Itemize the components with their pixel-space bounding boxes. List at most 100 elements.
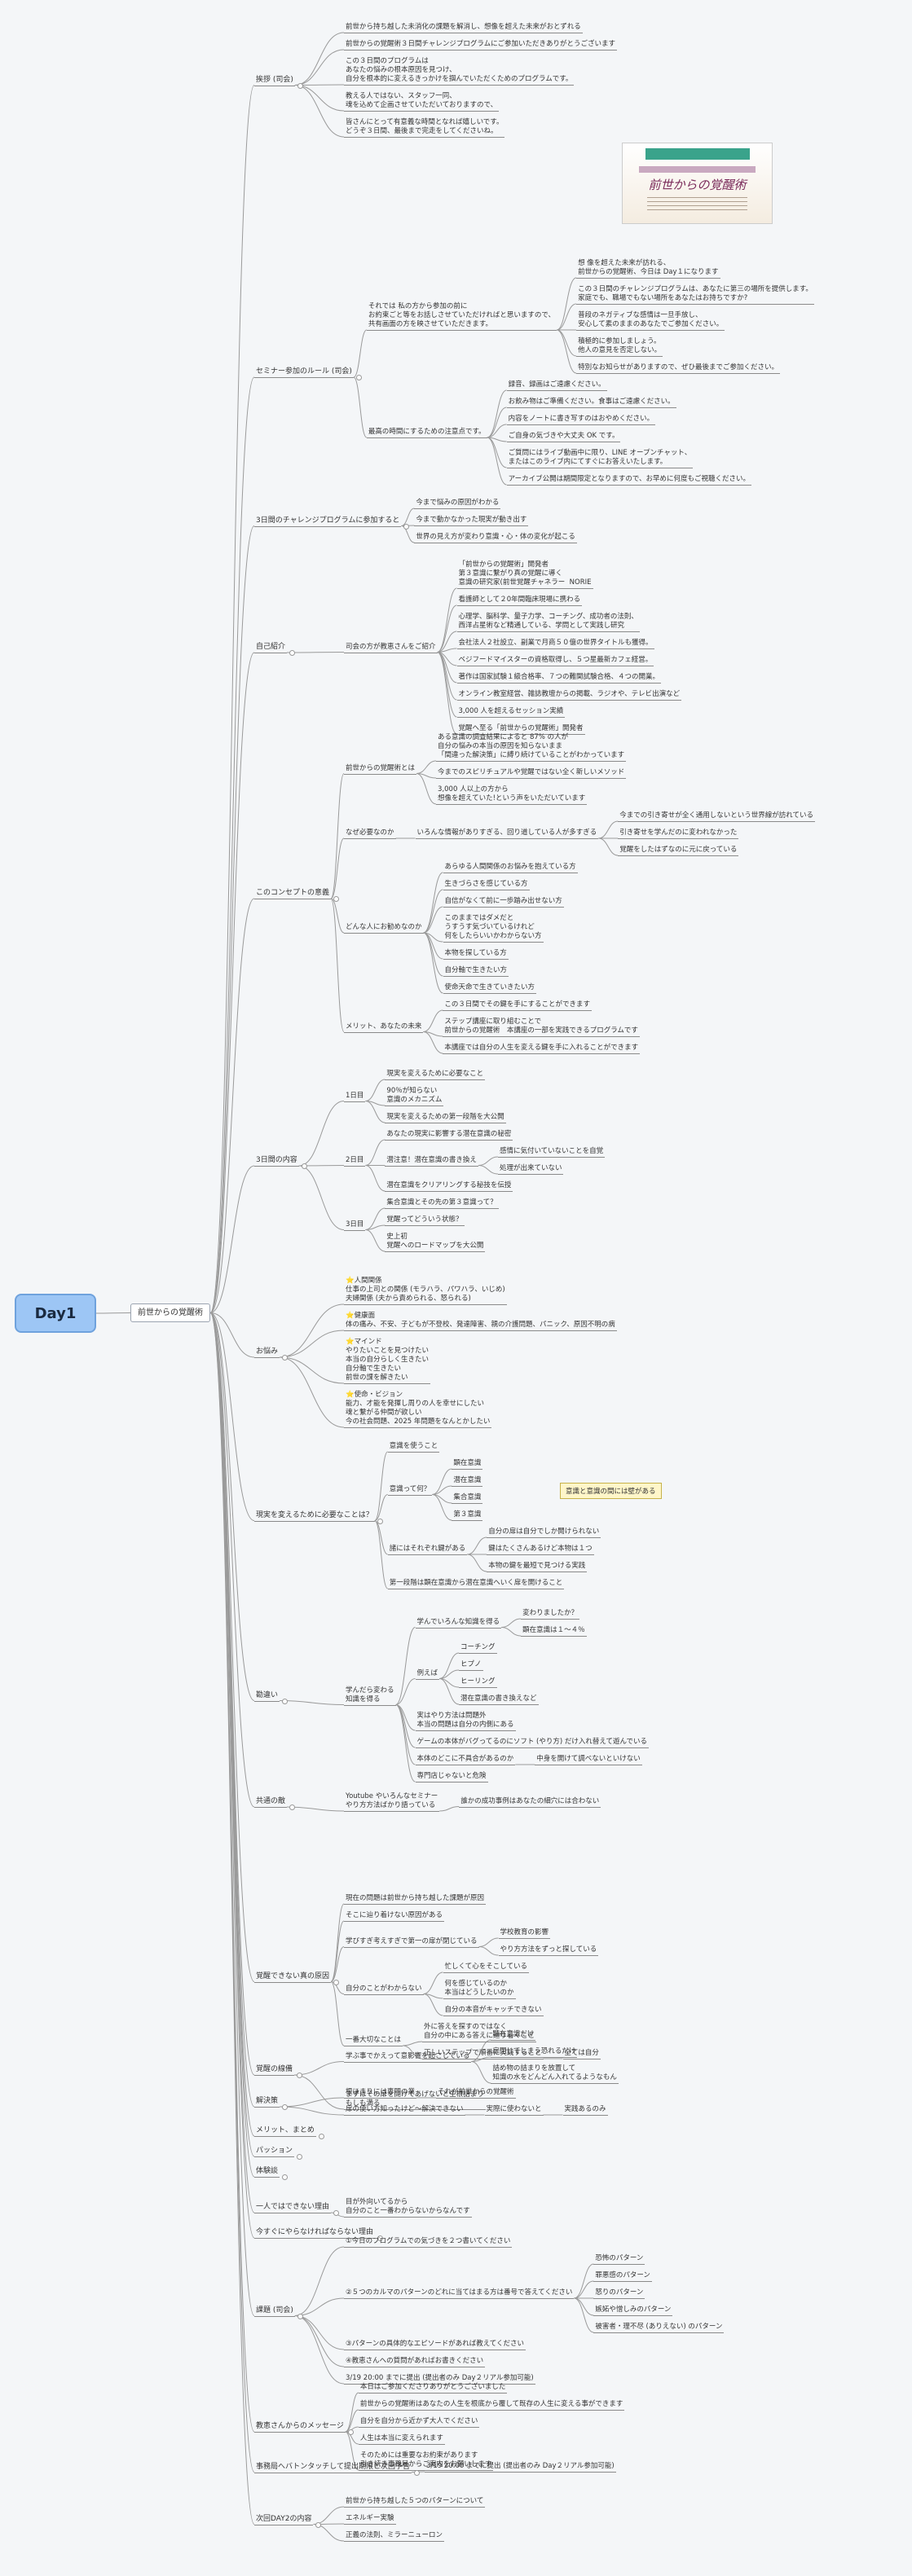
topic-node-d2[interactable]: まずはその扉を開けてあげないと生根詰まり もしも満る (344, 2090, 486, 2110)
topic-node-d2[interactable]: 意識を使うこと (387, 1442, 440, 1453)
topic-node-d4[interactable]: 覚醒をしたはずなのに元に戻っている (618, 846, 739, 856)
collapse-toggle-icon[interactable] (282, 1698, 289, 1704)
collapse-toggle-icon[interactable] (414, 2469, 421, 2476)
topic-node-d2[interactable]: 3/19 20:00 までに提出 (提出者のみ Day２リアル参加可能) (344, 2374, 535, 2385)
topic-node-d3[interactable]: 例えば (415, 1669, 440, 1680)
collapse-toggle-icon[interactable] (333, 896, 340, 902)
section-node[interactable]: 3日間の内容 (254, 1156, 299, 1167)
topic-node-d2[interactable]: 学ぶ事でかえって意影響を起こしている (344, 2052, 472, 2063)
topic-node-d2[interactable]: そのためには重要なお約束があります 引き続き事務局からご案内をお願いします (358, 2451, 494, 2471)
topic-node-d3[interactable]: いろんな情報がありすぎる、回り道している人が多すぎる (415, 829, 599, 839)
topic-node-d3[interactable]: 潜注意！潜在意識の書き換え (385, 1156, 478, 1167)
topic-node-d3[interactable]: 実際に使わないと (484, 2105, 544, 2116)
topic-node-d2[interactable]: どんな人にお勧めなのか (344, 923, 424, 934)
topic-node-d3[interactable]: 会社法人２社設立、副業で月商５０億の世界タイトルも獲得。 (456, 639, 654, 649)
collapse-toggle-icon[interactable] (377, 2235, 384, 2241)
topic-node-d3[interactable]: 本体のどこに不具合があるのか (415, 1755, 516, 1765)
topic-node-d3[interactable]: それが前世からの覚醒術 (436, 2088, 516, 2099)
topic-node-d2[interactable]: 前世からの覚醒術３日間チャレンジプログラムにご参加いただきありがとうございます (344, 40, 617, 51)
topic-node-d3[interactable]: 顕在意識だけ (491, 2030, 536, 2041)
topic-node-d3[interactable]: オンライン教室経営、雑誌教壇からの掲載、ラジオや、テレビ出演など (456, 690, 682, 701)
topic-node-d3[interactable]: 特別なお知らせがありますので、ぜひ最後までご参加ください。 (576, 363, 781, 374)
topic-node-d2[interactable]: ⭐使命・ビジョン 能力、才能を発揮し周りの人を幸せにしたい 魂と繋がる仲間が欲し… (344, 1391, 492, 1428)
topic-node-d3[interactable]: 第３意識 (452, 1510, 483, 1521)
topic-node-d3[interactable]: この３日間のチャレンジプログラムは、あなたに第三の場所を提供します。 家庭でも、… (576, 285, 814, 305)
topic-node-d3[interactable]: 専門店じゃないと危険 (415, 1772, 488, 1783)
topic-node-d3[interactable]: 何を感じているのか 本当はどうしたいのか (443, 1980, 516, 1999)
topic-node-d2[interactable]: 前世から持ち越した５つのパターンについて (344, 2497, 486, 2508)
section-node[interactable]: 教恵さんからのメッセージ (254, 2422, 346, 2433)
topic-node-d3[interactable]: 正しいステップで順番に実践すること (422, 2049, 544, 2059)
topic-node-d2[interactable]: 根ほまりには専門の業 (344, 2088, 417, 2099)
topic-node-d3[interactable]: 著作は国家試験１級合格率、７つの難関試験合格、４つの開業。 (456, 673, 662, 684)
section-node[interactable]: 一人ではできない理由 (254, 2203, 332, 2213)
topic-node-d3[interactable]: 生きづらさを感じている方 (443, 880, 530, 890)
topic-node-d2[interactable]: 3/19 20:00 までに提出 (提出者のみ Day２リアル参加可能) (425, 2462, 616, 2473)
topic-node-d2[interactable]: 第一段階は顕在意識から潜在意識へいく扉を開けること (387, 1579, 565, 1589)
topic-node-d3[interactable]: あらゆる人間関係のお悩みを抱えている方 (443, 863, 578, 873)
topic-node-d2[interactable]: 最高の時間にするための注意点です。 (366, 428, 487, 438)
topic-node-d3[interactable]: ゲームの本体がバグってるのにソフト (やり方) だけ入れ替えて遊んでいる (415, 1738, 650, 1748)
topic-node-d2[interactable]: 前世からの覚醒術とは (344, 764, 417, 775)
topic-node-d3[interactable]: 外に答えを探すのではなく 自分の中にある答えに辿り着くこと (422, 2023, 537, 2042)
collapse-toggle-icon[interactable] (333, 2210, 340, 2216)
topic-node-d2[interactable]: そこに辿り着けない原因がある (344, 1911, 445, 1922)
topic-node-d2[interactable]: 自分を自分から近かず大人でください (358, 2417, 480, 2428)
topic-node-d3[interactable]: 覚醒ってどういう状態？ (385, 1215, 465, 1226)
topic-node-d3[interactable]: 現実を変えるための第一段階を大公開 (385, 1113, 506, 1123)
topic-node-d3[interactable]: ステップ講座に取り組むことで 前世からの覚醒術 本講座の一部を実践できるプログラ… (443, 1018, 640, 1037)
section-node[interactable]: メリット、まとめ (254, 2126, 316, 2137)
collapse-toggle-icon[interactable] (403, 523, 410, 530)
collapse-toggle-icon[interactable] (282, 1355, 289, 1361)
collapse-toggle-icon[interactable] (333, 1979, 340, 1985)
topic-node-d3[interactable]: 集合意識 (452, 1493, 483, 1504)
topic-node-d2[interactable]: Youtube やいろんなセミナー やり方方法ばかり語っている (344, 1792, 440, 1812)
topic-node-d2[interactable]: 今まで悩みの原因がわかる (414, 499, 501, 509)
collapse-toggle-icon[interactable] (282, 2104, 289, 2110)
topic-node-d3[interactable]: 詰め物の詰まりを放置して 知識の水をどんどん入れてるようなもん (491, 2064, 619, 2084)
topic-node-d3[interactable]: 自分の本音がキャッチできない (443, 2006, 544, 2016)
topic-node-d2[interactable]: それでは 私の方から参加の前に お約束ごと等をお話しさせていただければと思います… (366, 302, 557, 331)
topic-node-d2[interactable]: 諸にはそれぞれ鍵がある (387, 1545, 468, 1555)
topic-node-d3[interactable]: 本物の鍵を最短で見つける実践 (487, 1562, 588, 1572)
topic-node-d3[interactable]: 心理学、脳科学、量子力学、コーチング、成功者の法則、 西洋占星術など精通している… (456, 613, 640, 632)
root-node-day1[interactable]: Day1 (15, 1294, 96, 1333)
topic-node-d2[interactable]: ⭐マインド やりたいことを見つけたい 本当の自分らしく生きたい 自分軸で生きたい… (344, 1338, 431, 1384)
topic-node-d2[interactable]: 教える人ではない、スタッフ一同、 魂を込めて企画させていただいておりますので、 (344, 92, 500, 112)
topic-node-d3[interactable]: 現実を変えるために必要なこと (385, 1070, 486, 1080)
collapse-toggle-icon[interactable] (355, 375, 362, 380)
topic-node-d3[interactable]: ベジフードマイスターの資格取得し、５つ星最新カフェ経営。 (456, 656, 654, 666)
topic-node-d2[interactable]: 正義の法則、ミラーニューロン (344, 2531, 445, 2542)
topic-node-d2[interactable]: 3日目 (344, 1220, 366, 1231)
topic-node-d3[interactable]: 怒りのパターン (593, 2288, 645, 2299)
section-node[interactable]: セミナー参加のルール (司会) (254, 367, 354, 378)
topic-node-d3[interactable]: ご質問にはライブ動画中に限り、LINE オープンチャット、 またはこのライブ内に… (506, 449, 694, 468)
section-node[interactable]: お悩み (254, 1347, 280, 1358)
topic-node-d4[interactable]: 処理が出来ていない (497, 1164, 564, 1175)
topic-node-d2[interactable]: ④教恵さんへの質問があればお書きください (344, 2357, 486, 2367)
collapse-toggle-icon[interactable] (297, 2073, 303, 2078)
topic-node-d2[interactable]: 1日目 (344, 1092, 366, 1102)
topic-node-d3[interactable]: 集合意識とその先の第３意識って？ (385, 1198, 499, 1209)
section-node[interactable]: 事務局へバトンタッチして提出期限と次回予告 (254, 2463, 412, 2473)
topic-node-d3[interactable]: この３日間でその鍵を手にすることができます (443, 1000, 592, 1011)
topic-node-d4[interactable]: 今までの引き寄せが全く通用しないという世界線が訪れている (618, 811, 816, 822)
section-node[interactable]: 次回DAY2の内容 (254, 2515, 314, 2525)
topic-node-d3[interactable]: 内容をノートに書き写すのはおやめください。 (506, 415, 656, 425)
topic-node-d3[interactable]: お飲み物はご準備ください。食事はご遠慮ください。 (506, 398, 676, 408)
topic-node-d4[interactable]: 実践あるのみ (562, 2105, 608, 2116)
topic-node-d3[interactable]: 罪悪感のパターン (593, 2271, 652, 2282)
topic-node-d4[interactable]: 感情に気付いていないことを自覚 (497, 1147, 606, 1158)
topic-node-d3[interactable]: 潜在意識 (452, 1476, 483, 1487)
topic-node-d3[interactable]: アーカイブ公開は期間限定となりますので、お早めに何度もご視聴ください。 (506, 475, 752, 486)
section-node[interactable]: 課題 (司会) (254, 2306, 295, 2317)
collapse-toggle-icon[interactable] (282, 2174, 289, 2180)
topic-node-d2[interactable]: ⭐人間関係 仕事の上司との関係 (モラハラ、パワハラ、いじめ) 夫婦関係 (夫か… (344, 1277, 507, 1305)
consciousness-wall-callout[interactable]: 意識と意識の間には壁がある (560, 1483, 662, 1499)
topic-node-d3[interactable]: ある意識の調査結果によると 87% の人が 自分の悩みの本当の原因を知らないまま… (436, 733, 627, 762)
section-node[interactable]: 体験談 (254, 2167, 280, 2178)
topic-node-d3[interactable]: 3,000 人以上の方から 想像を超えていた!という声をいただいています (436, 785, 588, 805)
topic-node-d3[interactable]: 顕在意識 (452, 1459, 483, 1470)
section-node[interactable]: 3日間のチャレンジプログラムに参加すると (254, 517, 402, 527)
section-node[interactable]: 覚醒できない真の原因 (254, 1972, 332, 1983)
